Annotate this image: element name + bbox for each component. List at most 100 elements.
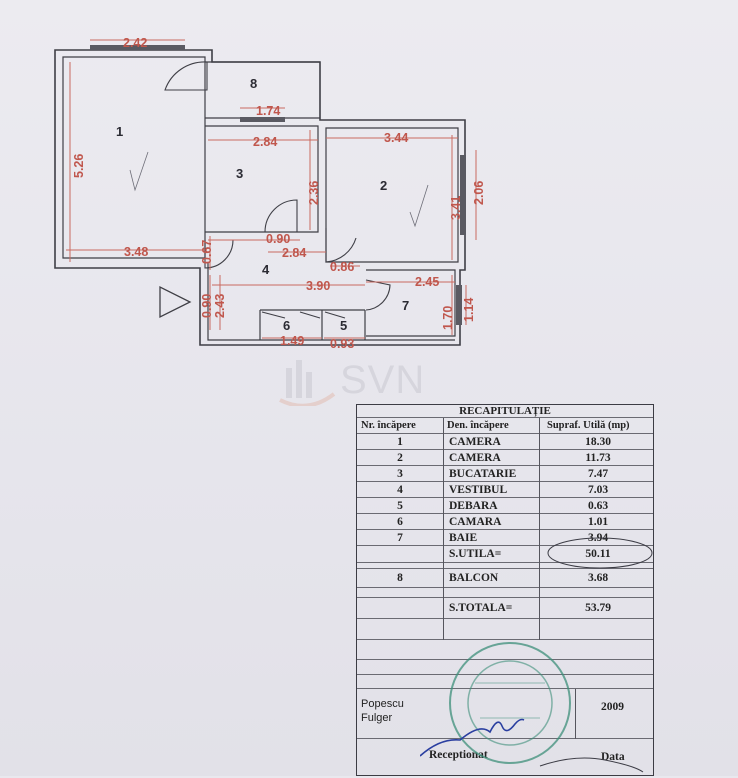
dim-0-86: 0.86 [330,260,354,274]
balcon-nr: 8 [397,572,403,584]
pencil-mark-icon [129,151,149,192]
room-7-label: 7 [402,298,409,313]
room-number-cell: 6 [397,515,403,528]
table-title-row: RECAPITULAȚIE [357,405,653,418]
room-name-cell: CAMERA [449,451,501,464]
room-area-cell: 18.30 [585,435,611,448]
window-room-3 [240,117,285,122]
dim-1-49: 1.49 [280,334,304,348]
dim-2-42: 2.42 [123,36,147,50]
date-scribble [539,757,644,773]
table-row: 6 CAMARA 1.01 [357,514,653,530]
room-number-cell: 3 [397,467,403,480]
dim-2-84-kitchen: 2.84 [253,135,277,149]
room-numbers: 1 2 3 4 5 6 7 8 [116,76,409,333]
official-stamp [420,642,571,764]
room-5-label: 5 [340,318,347,333]
room-number-cell: 7 [397,531,403,544]
column-divider [575,689,576,739]
dim-2-84-hall: 2.84 [282,246,306,260]
dim-1-74: 1.74 [256,104,280,118]
room-area-cell: 11.73 [585,451,611,464]
highlight-circle [547,537,653,569]
header-den: Den. încăpere [447,420,509,431]
dim-2-43: 2.43 [213,294,227,318]
room-2-label: 2 [380,178,387,193]
room-name-cell: DEBARA [449,499,498,512]
dim-5-26: 5.26 [72,154,86,178]
dim-0-90-kitchen-door: 0.90 [266,232,290,246]
room-area-cell: 0.63 [587,499,609,512]
room-name-cell: CAMARA [449,515,502,528]
recap-table: RECAPITULAȚIE Nr. încăpere Den. încăpere… [356,404,654,776]
year: 2009 [601,701,624,713]
dim-1-14: 1.14 [462,298,476,322]
table-spacer-row [357,563,653,569]
table-spacer-row [357,675,653,689]
column-divider [443,418,444,640]
dim-0-90-entry: 0.90 [200,294,214,318]
signature-block: Popescu Fulger 2009 [357,689,653,739]
pencil-mark-icon [409,184,429,228]
sutila-value: 50.11 [585,548,611,560]
table-spacer-row [357,588,653,598]
room-4-label: 4 [262,262,270,277]
stotala-value: 53.79 [585,602,611,614]
dim-2-36: 2.36 [307,181,321,205]
room-name-cell: CAMERA [449,435,501,448]
balcon-name: BALCON [449,572,499,584]
signature [420,718,525,757]
stotala-label: S.TOTALA= [449,602,513,614]
room-area-cell: 7.03 [587,483,609,496]
room-area-cell: 7.47 [587,467,609,480]
window-room-1 [90,45,185,50]
dim-3-41: 3.41 [449,196,463,220]
table-row: 7 BAIE 3.94 [357,530,653,546]
author-name: Popescu Fulger [361,698,404,724]
room-number-cell: 5 [397,499,403,512]
dim-2-06: 2.06 [472,181,486,205]
room-number-cell: 4 [397,483,403,496]
room-name-cell: BUCATARIE [449,467,517,480]
dim-1-70: 1.70 [441,306,455,330]
room-number-cell: 1 [397,435,403,448]
table-row-stotala: S.TOTALA= 53.79 [357,598,653,619]
table-spacer-row [357,640,653,660]
received-label: Receptionat [429,749,488,761]
table-header-row: Nr. încăpere Den. încăpere Supraf. Utilă… [357,418,653,434]
table-title: RECAPITULAȚIE [459,405,551,417]
table-row: 1 CAMERA 18.30 [357,434,653,450]
room-area-cell: 3.94 [587,531,609,544]
window-room-7 [456,285,462,325]
table-spacer-row [357,619,653,640]
column-divider [539,418,540,640]
dimension-lines [66,39,477,339]
table-row: 2 CAMERA 11.73 [357,450,653,466]
dim-0-93: 0.93 [330,337,354,351]
table-spacer-row [357,660,653,675]
table-row: 5 DEBARA 0.63 [357,498,653,514]
dim-0-67: 0.67 [200,240,214,264]
entrance-arrow-icon [159,285,192,319]
dimension-labels: 2.42 5.26 3.48 1.74 2.84 2.36 0.90 2.84 … [72,36,486,351]
room-1-label: 1 [116,124,123,139]
table-row: 4 VESTIBUL 7.03 [357,482,653,498]
dim-3-44: 3.44 [384,131,408,145]
room-8-label: 8 [250,76,257,91]
table-row: 3 BUCATARIE 7.47 [357,466,653,482]
sutila-label: S.UTILA= [449,548,502,560]
dim-3-90: 3.90 [306,279,330,293]
window-room-2 [460,155,466,235]
table-row-balcon: 8 BALCON 3.68 [357,569,653,588]
table-row-sutila: S.UTILA= 50.11 [357,546,653,563]
header-supraf: Supraf. Utilă (mp) [547,420,630,431]
room-number-cell: 2 [397,451,403,464]
room-6-label: 6 [283,318,290,333]
room-name-cell: BAIE [449,531,478,544]
header-nr: Nr. încăpere [361,420,416,431]
room-area-cell: 1.01 [587,515,609,528]
room-3-label: 3 [236,166,243,181]
doors [164,61,391,319]
room-name-cell: VESTIBUL [449,483,508,496]
